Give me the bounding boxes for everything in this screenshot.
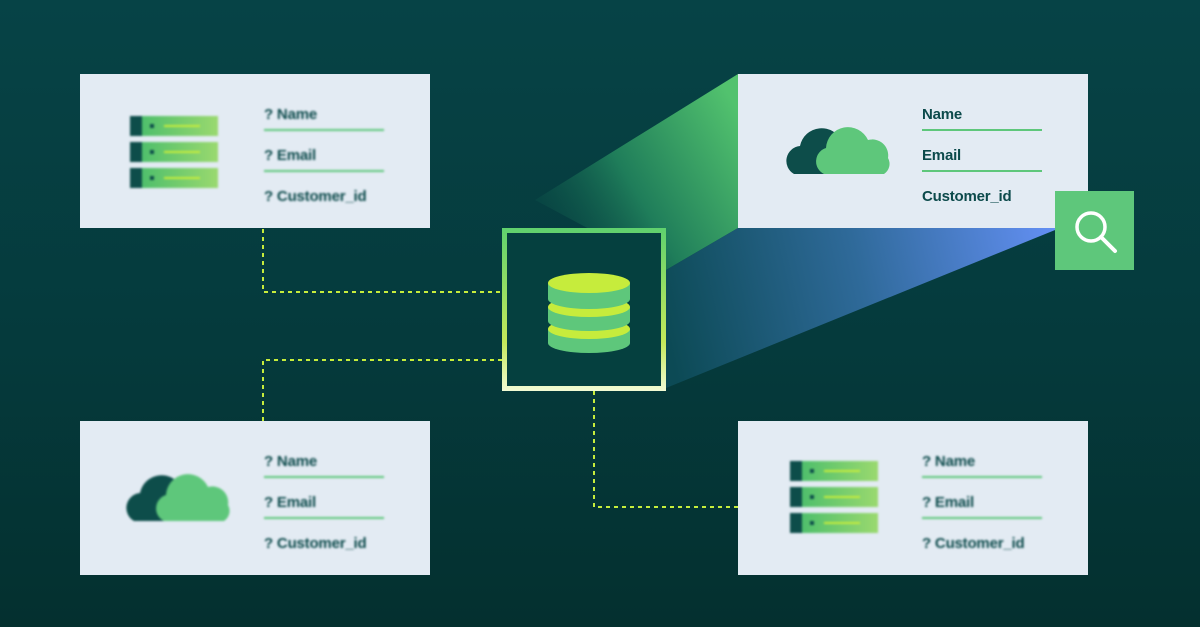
highlight-beam-green <box>535 74 738 270</box>
field-list: Name Email Customer_id <box>922 104 1042 227</box>
field-customer-id: ? Customer_id <box>264 535 367 552</box>
field-list: ? Name ? Email ? Customer_id <box>264 451 384 574</box>
field-name: ? Name <box>264 451 384 492</box>
highlight-beam-blue <box>666 228 1060 388</box>
search-button[interactable] <box>1055 191 1134 270</box>
field-name: Name <box>922 104 1042 145</box>
database-icon <box>548 273 630 353</box>
field-customer-id: ? Customer_id <box>264 188 367 205</box>
server-stack-icon <box>790 461 878 533</box>
cloud-icon <box>786 127 890 174</box>
field-customer-id: Customer_id <box>922 188 1012 205</box>
source-card-bottom-right: ? Name ? Email ? Customer_id <box>738 421 1088 575</box>
database-hub <box>502 228 666 391</box>
source-card-top-right: Name Email Customer_id <box>738 74 1088 228</box>
field-list: ? Name ? Email ? Customer_id <box>922 451 1042 574</box>
field-list: ? Name ? Email ? Customer_id <box>264 104 384 227</box>
field-email: ? Email <box>264 492 384 533</box>
server-stack-icon <box>130 116 218 188</box>
magnifier-icon <box>1075 211 1117 253</box>
field-name: ? Name <box>922 451 1042 492</box>
cloud-icon <box>126 474 230 521</box>
field-name: ? Name <box>264 104 384 145</box>
field-customer-id: ? Customer_id <box>922 535 1025 552</box>
source-card-top-left: ? Name ? Email ? Customer_id <box>80 74 430 228</box>
field-email: ? Email <box>922 492 1042 533</box>
connector-top-left <box>262 229 502 293</box>
connector-bottom-right <box>593 391 738 508</box>
source-card-bottom-left: ? Name ? Email ? Customer_id <box>80 421 430 575</box>
field-email: ? Email <box>264 145 384 186</box>
field-email: Email <box>922 145 1042 186</box>
connector-bottom-left <box>262 359 502 421</box>
